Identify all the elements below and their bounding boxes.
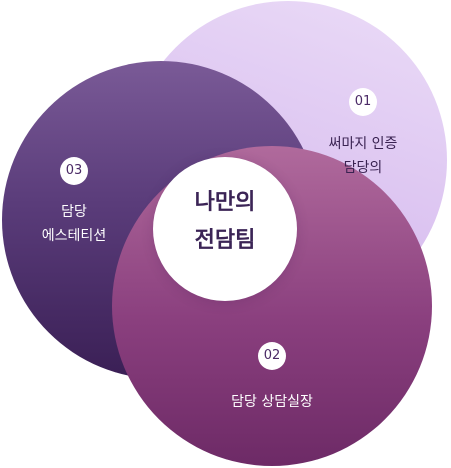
node-03-label: 담당 에스테티션	[24, 200, 124, 248]
badge-02: 02	[258, 342, 286, 370]
node-02-line1: 담당 상담실장	[231, 394, 313, 410]
badge-03: 03	[60, 157, 88, 185]
node-03-line2: 에스테티션	[41, 228, 107, 244]
center-title: 나만의 전담팀	[153, 184, 297, 260]
center-line1: 나만의	[194, 190, 256, 215]
node-01-line1: 써마지 인증	[328, 136, 398, 152]
badge-01: 01	[349, 88, 377, 116]
node-01-label: 써마지 인증 담당의	[313, 132, 413, 180]
node-01-line2: 담당의	[343, 160, 383, 176]
node-02-label: 담당 상담실장	[212, 390, 332, 414]
center-circle	[153, 157, 297, 301]
node-03-line1: 담당	[61, 204, 87, 220]
center-line2: 전담팀	[194, 228, 256, 253]
